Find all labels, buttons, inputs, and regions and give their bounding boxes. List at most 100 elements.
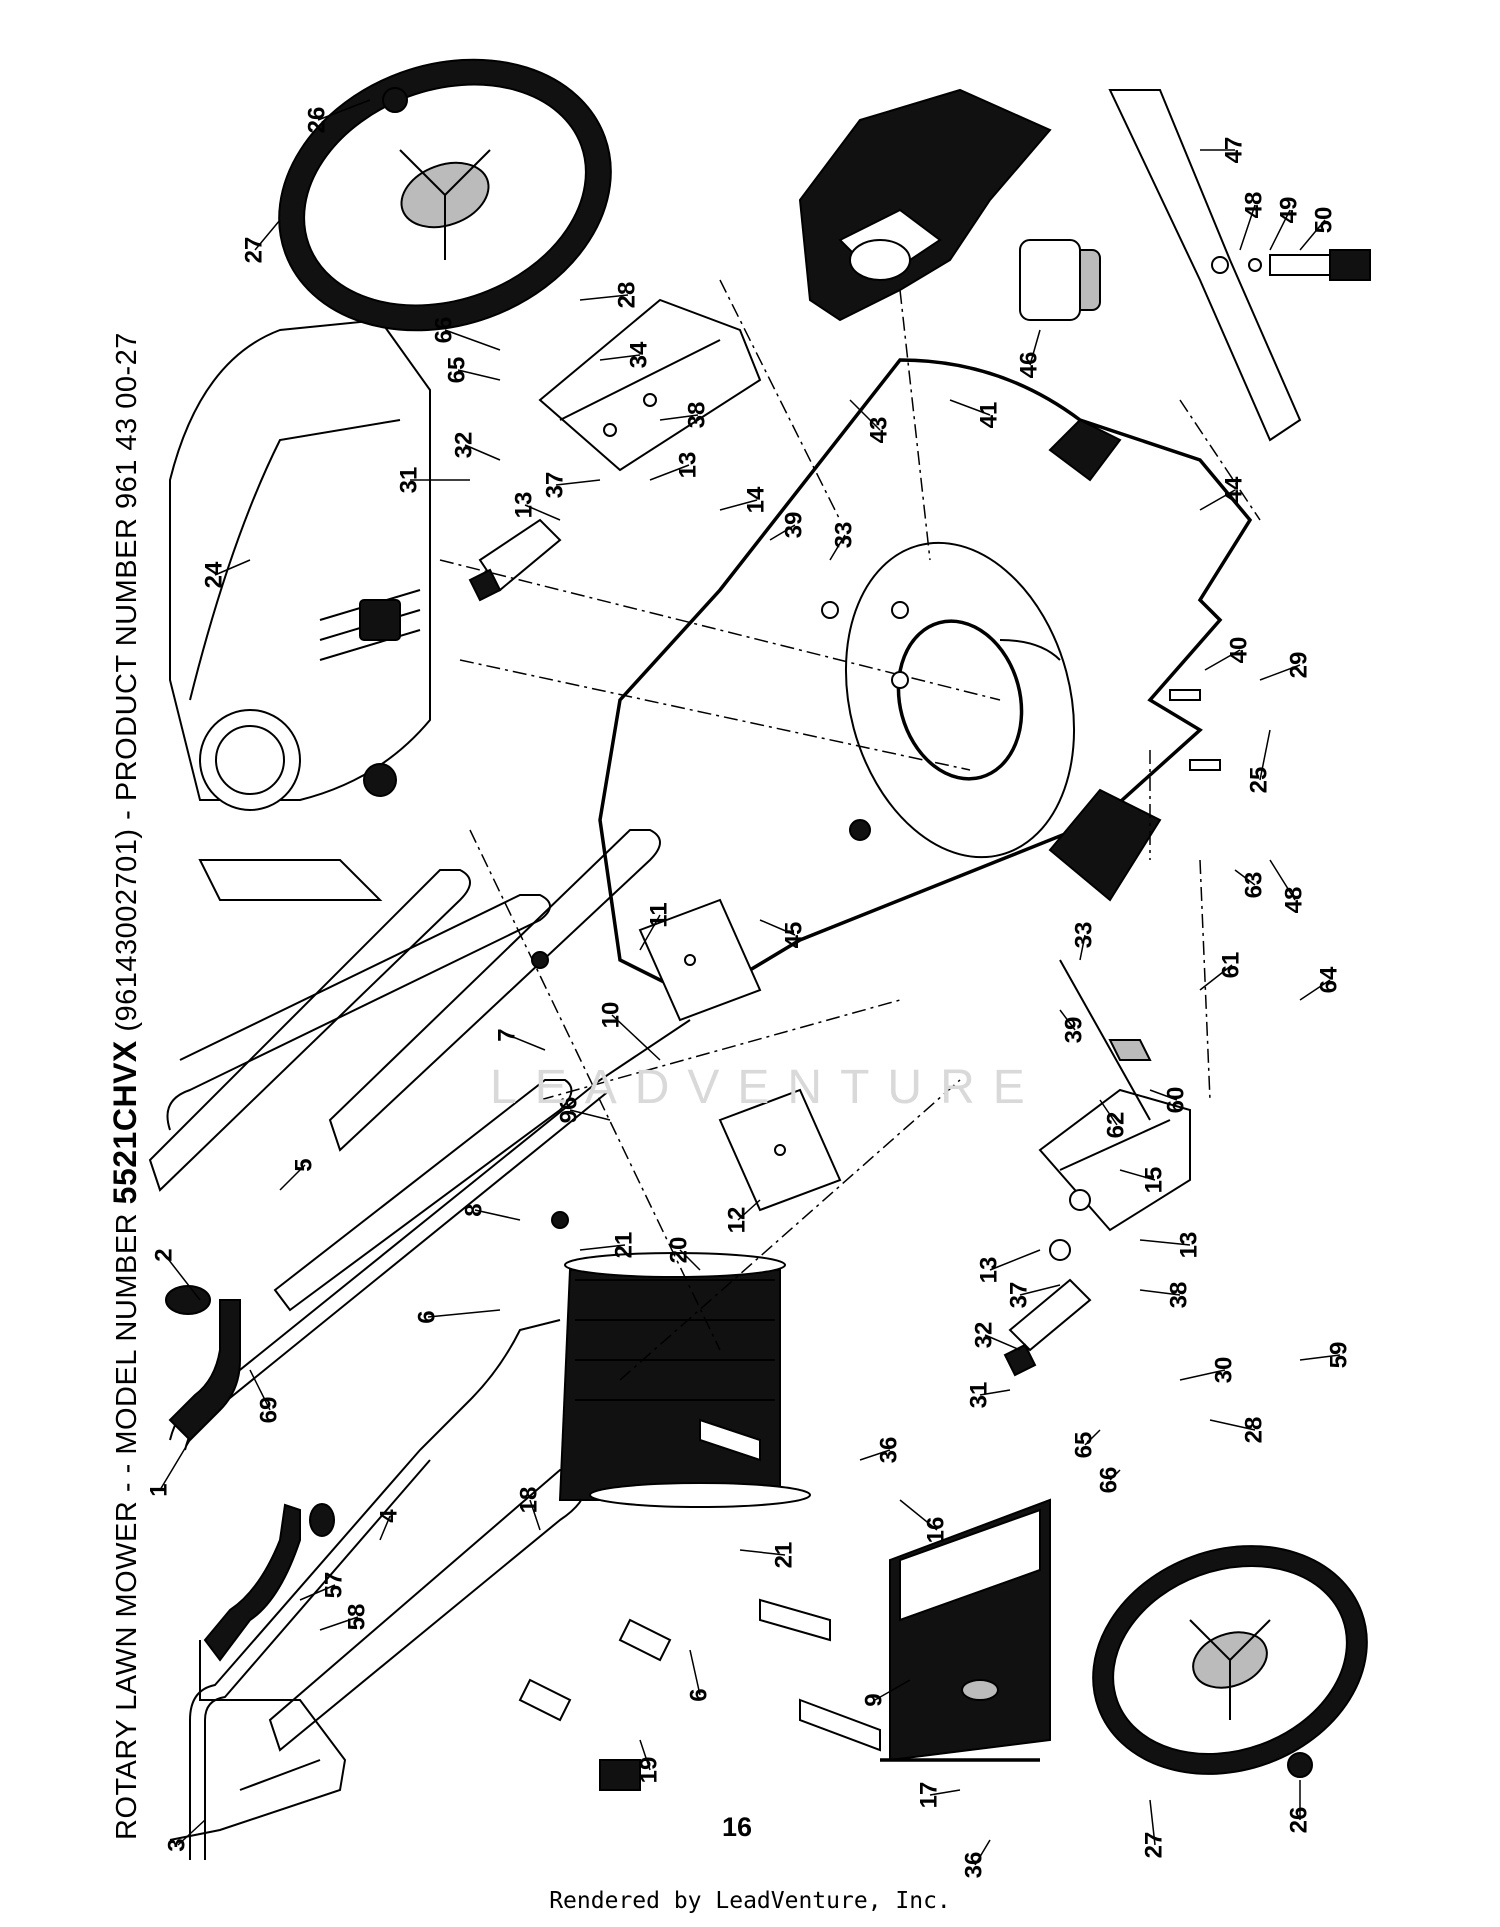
part-callout-46: 46: [1015, 352, 1042, 379]
part-callout-62: 62: [1102, 1112, 1129, 1139]
part-callout-20: 20: [665, 1237, 692, 1264]
handle-grips: [165, 1285, 335, 1662]
part-callout-49: 49: [1275, 197, 1302, 224]
leader-p41: [949, 399, 991, 416]
engine: [169, 318, 431, 901]
title-model: 5521CHVX: [107, 1040, 143, 1205]
leader-p37a: [555, 479, 601, 486]
footer-credit: Rendered by LeadVenture, Inc.: [549, 1888, 951, 1914]
part-callout-8: 8: [460, 1203, 487, 1216]
leader-p63: [1234, 869, 1256, 886]
mulch-plug: [798, 88, 1052, 322]
part-callout-37: 37: [541, 472, 568, 499]
leader-p29: [1259, 664, 1301, 681]
part-callout-17: 17: [915, 1782, 942, 1809]
assembly-lines: [439, 279, 1261, 1381]
part-callout-47: 47: [1220, 137, 1247, 164]
part-callout-19: 19: [635, 1757, 662, 1784]
leader-p49: [1269, 209, 1291, 251]
leader-p40: [1204, 649, 1241, 671]
part-callout-24: 24: [200, 561, 227, 588]
part-callout-43: 43: [865, 417, 892, 444]
part-callout-28: 28: [613, 282, 640, 309]
leader-p32b: [984, 1334, 1021, 1351]
leader-p28a: [579, 294, 629, 301]
leader-p39b: [1059, 1009, 1076, 1031]
part-callout-38: 38: [683, 402, 710, 429]
part-callout-63: 63: [1240, 872, 1267, 899]
part-callout-2: 2: [150, 1248, 177, 1261]
leader-p36b: [974, 1839, 991, 1866]
leader-lines: [159, 99, 1341, 1866]
leader-p13b: [649, 464, 690, 481]
part-callout-39: 39: [1060, 1017, 1087, 1044]
watermark: LEADVENTURE: [490, 1061, 1043, 1114]
page-title: ROTARY LAWN MOWER - - MODEL NUMBER 5521C…: [95, 80, 155, 1840]
leader-p33b: [1079, 934, 1086, 961]
leader-p2: [164, 1254, 201, 1301]
leader-p65b: [1084, 1429, 1101, 1446]
lower-handle-right: [148, 829, 661, 1192]
part-callout-33: 33: [1070, 922, 1097, 949]
part-callout-6: 6: [413, 1310, 440, 1323]
leader-p34: [599, 354, 641, 361]
grass-bag-frame: [558, 1252, 811, 1508]
leader-p4: [379, 1515, 391, 1541]
leader-p5: [279, 1164, 306, 1191]
part-callout-48: 48: [1240, 192, 1267, 219]
leader-p10: [611, 1014, 661, 1061]
leader-p14: [719, 499, 758, 511]
leader-p11: [639, 914, 661, 951]
leader-p64: [1299, 979, 1331, 1001]
part-callout-44: 44: [1220, 476, 1247, 503]
leader-p21a: [579, 1244, 626, 1251]
part-callout-28: 28: [1240, 1417, 1267, 1444]
leader-p7: [507, 1034, 546, 1051]
part-callouts: 1234566789101112131313131415161718192021…: [145, 107, 1352, 1879]
height-adjuster-lower: [1003, 1088, 1191, 1377]
part-callout-39: 39: [780, 512, 807, 539]
part-callout-10: 10: [597, 1002, 624, 1029]
leader-p62: [1099, 1099, 1118, 1126]
part-callout-16: 16: [922, 1517, 949, 1544]
title-suffix: (96143002701) - PRODUCT NUMBER 961 43 00…: [111, 332, 143, 1041]
leader-p16: [899, 1499, 938, 1531]
leader-p57: [299, 1584, 336, 1601]
part-callout-13: 13: [510, 492, 537, 519]
leader-p65a: [457, 369, 501, 381]
leader-p27a: [254, 219, 281, 251]
leader-p19: [639, 1739, 651, 1771]
leader-p37b: [1019, 1284, 1061, 1296]
part-callout-38: 38: [1165, 1282, 1192, 1309]
part-callout-13: 13: [1175, 1232, 1202, 1259]
leader-p30: [1179, 1369, 1226, 1381]
leader-p13c: [989, 1249, 1041, 1271]
leader-p58: [319, 1616, 359, 1631]
part-callout-50: 50: [1310, 207, 1337, 234]
part-callout-9: 9: [860, 1693, 887, 1706]
part-callout-25: 25: [1245, 767, 1272, 794]
part-callout-4: 4: [375, 1509, 402, 1523]
leader-p27b: [1149, 1799, 1156, 1846]
leader-p17: [929, 1789, 961, 1796]
part-callout-57: 57: [320, 1572, 347, 1599]
part-callout-15: 15: [1140, 1167, 1167, 1194]
leader-p12: [737, 1199, 761, 1221]
part-callout-26: 26: [303, 107, 330, 134]
lower-handle-left: [268, 1079, 587, 1752]
leader-p25: [1259, 729, 1271, 781]
part-callout-32: 32: [450, 432, 477, 459]
leader-p43: [849, 399, 881, 431]
part-callout-30: 30: [1210, 1357, 1237, 1384]
leader-p1: [159, 1439, 191, 1491]
leader-p31b: [979, 1389, 1011, 1396]
part-callout-61: 61: [1217, 952, 1244, 979]
leader-p44: [1199, 489, 1236, 511]
part-callout-6: 6: [685, 1688, 712, 1701]
part-callout-60: 60: [1162, 1087, 1189, 1114]
leader-p66a: [444, 329, 501, 351]
part-callout-12: 12: [723, 1207, 750, 1234]
leader-p48a: [1239, 204, 1256, 251]
blade-assembly: [1019, 89, 1371, 442]
